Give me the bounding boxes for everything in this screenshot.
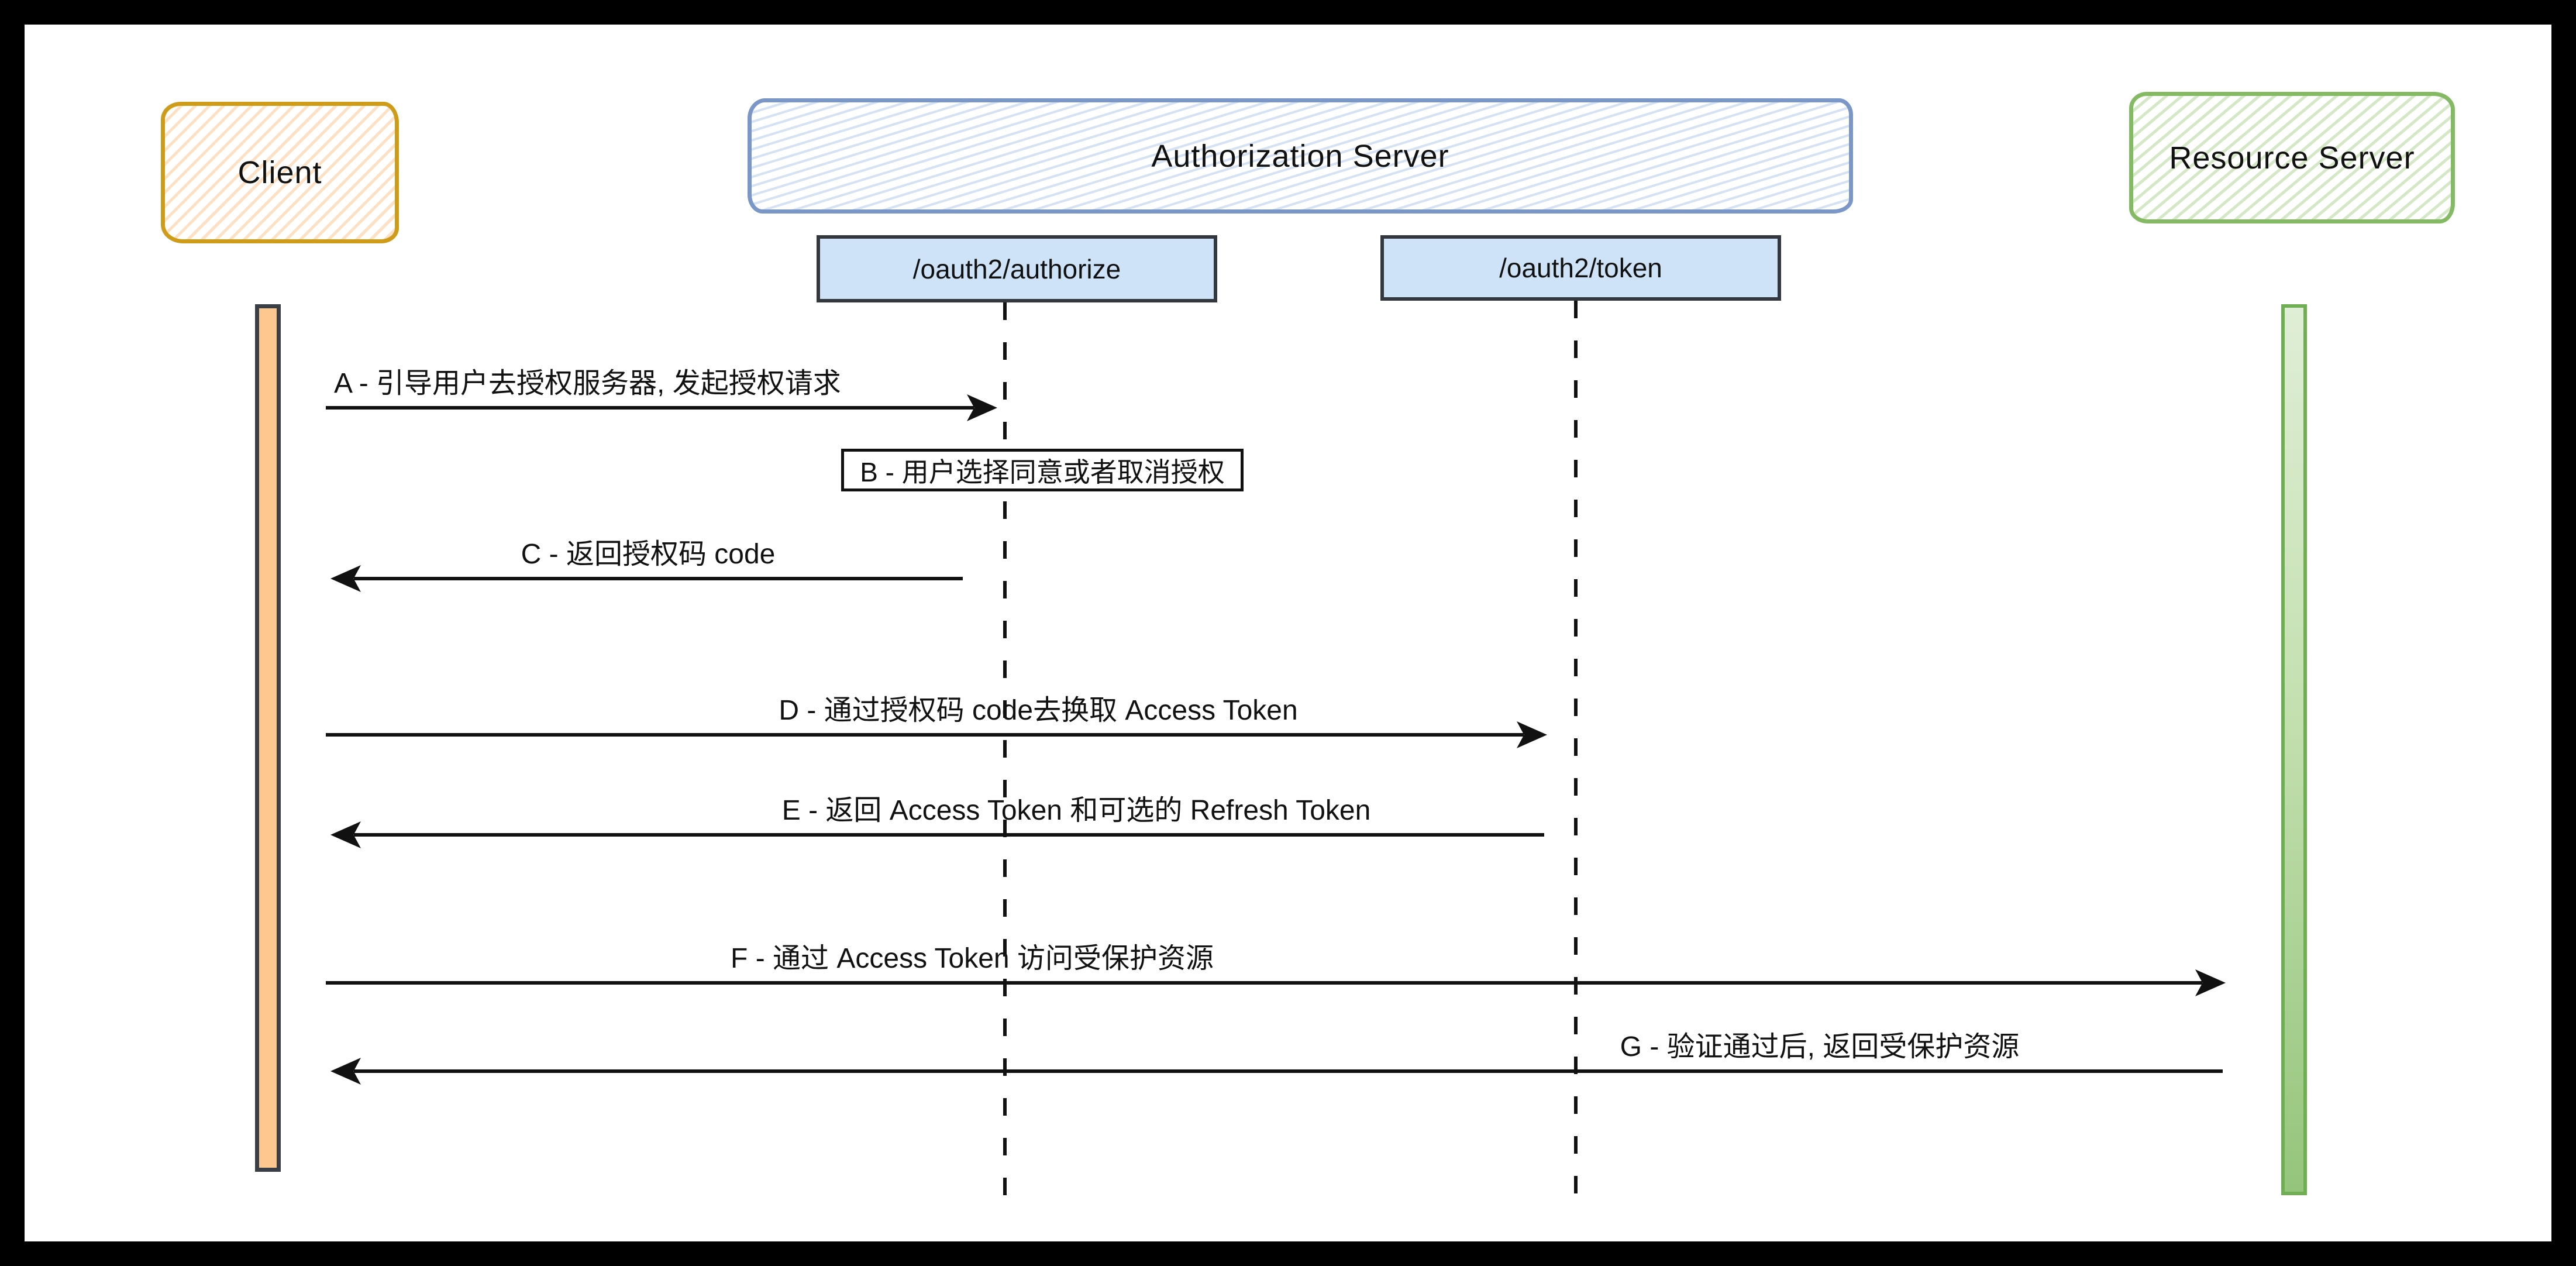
arrow-line xyxy=(326,733,1524,737)
diagram-canvas: Client Authorization Server Resource Ser… xyxy=(25,25,2551,1241)
arrow-line xyxy=(354,833,1544,837)
note-box-b: B - 用户选择同意或者取消授权 xyxy=(841,449,1244,491)
message-label-c: C - 返回授权码 code xyxy=(521,538,776,570)
actor-box-resource-server: Resource Server xyxy=(2129,92,2455,223)
actor-label-resource-server: Resource Server xyxy=(2169,140,2415,176)
message-label-g: G - 验证通过后, 返回受保护资源 xyxy=(1620,1031,2020,1062)
arrow-line xyxy=(326,981,2202,985)
lifeline-client xyxy=(255,304,281,1172)
actor-box-authorization-server: Authorization Server xyxy=(748,98,1853,214)
message-label-d: D - 通过授权码 code去换取 Access Token xyxy=(779,694,1298,726)
lifeline-authorize xyxy=(1003,302,1007,1196)
actor-label-client: Client xyxy=(237,155,322,190)
lifeline-resource xyxy=(2281,304,2307,1195)
endpoint-box-authorize: /oauth2/authorize xyxy=(817,235,1217,302)
actor-box-client: Client xyxy=(161,102,399,243)
endpoint-label-token: /oauth2/token xyxy=(1499,253,1662,283)
message-label-b: B - 用户选择同意或者取消授权 xyxy=(860,456,1225,487)
arrow-line xyxy=(354,577,963,580)
lifeline-token xyxy=(1574,301,1578,1196)
arrow-line xyxy=(354,1069,2223,1073)
message-label-f: F - 通过 Access Token 访问受保护资源 xyxy=(731,942,1214,974)
arrow-line xyxy=(326,406,974,410)
message-label-e: E - 返回 Access Token 和可选的 Refresh Token xyxy=(781,794,1371,826)
endpoint-box-token: /oauth2/token xyxy=(1380,235,1781,301)
endpoint-label-authorize: /oauth2/authorize xyxy=(912,253,1121,284)
actor-label-authorization-server: Authorization Server xyxy=(1151,138,1449,174)
message-label-a: A - 引导用户去授权服务器, 发起授权请求 xyxy=(334,367,841,399)
